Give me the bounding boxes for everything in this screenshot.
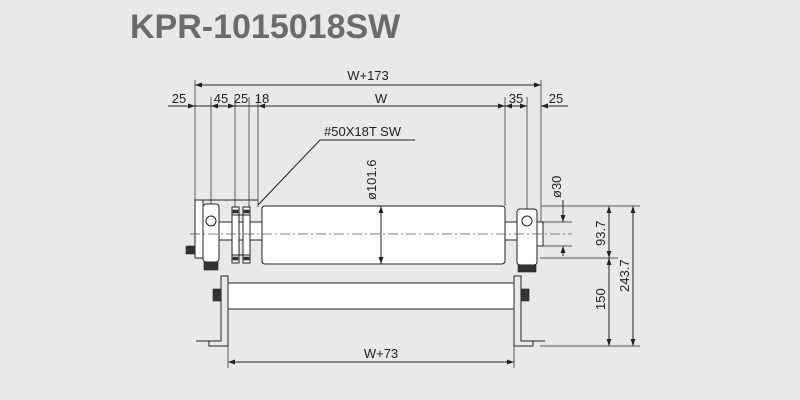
label-roller-width: W [375,91,388,106]
left-foot-nut [203,261,219,271]
label-sprocket-gap: 25 [234,91,248,106]
label-overall-width: W+173 [347,68,389,83]
label-lower-height: 150 [593,288,608,310]
label-total-height: 243.7 [617,259,632,292]
lower-roller [227,282,515,310]
sprocket-2 [242,206,251,264]
right-lower-bolt [520,288,530,302]
lower-roller-assembly [196,275,545,347]
right-bearing-hole [521,215,533,227]
label-sprocket-spec: #50X18T SW [324,124,402,139]
left-frame-plate [194,199,204,259]
left-bearing-hole [205,215,217,227]
label-right-bearing: 35 [509,91,523,106]
label-bottom-width: W+73 [364,346,398,361]
label-center-height: 93.7 [593,221,608,246]
left-lower-bolt [212,288,222,302]
label-roller-diameter: ø101.6 [364,160,379,200]
upper-roller [261,205,506,265]
sprocket-leader [257,139,415,206]
label-bearing: 45 [214,91,228,106]
model-title: KPR-1015018SW [130,8,401,46]
label-left-end: 25 [172,91,186,106]
label-right-end: 25 [549,91,563,106]
left-shaft [218,221,264,241]
right-support-bracket [513,275,534,347]
right-foot-nut [517,264,537,273]
upper-roller-assembly [185,199,572,273]
left-bolt-head [185,245,196,255]
right-bearing [516,208,538,266]
dimension-labels: W+173 25 45 25 18 W 35 25 #50X18T SW ø10… [172,68,632,361]
dimension-lines [168,80,640,368]
label-shaft-diameter: ø30 [549,176,564,198]
left-bearing [202,203,220,263]
sprocket-1 [231,206,240,264]
label-sprocket-width: 18 [255,91,269,106]
left-support-bracket [208,275,229,347]
